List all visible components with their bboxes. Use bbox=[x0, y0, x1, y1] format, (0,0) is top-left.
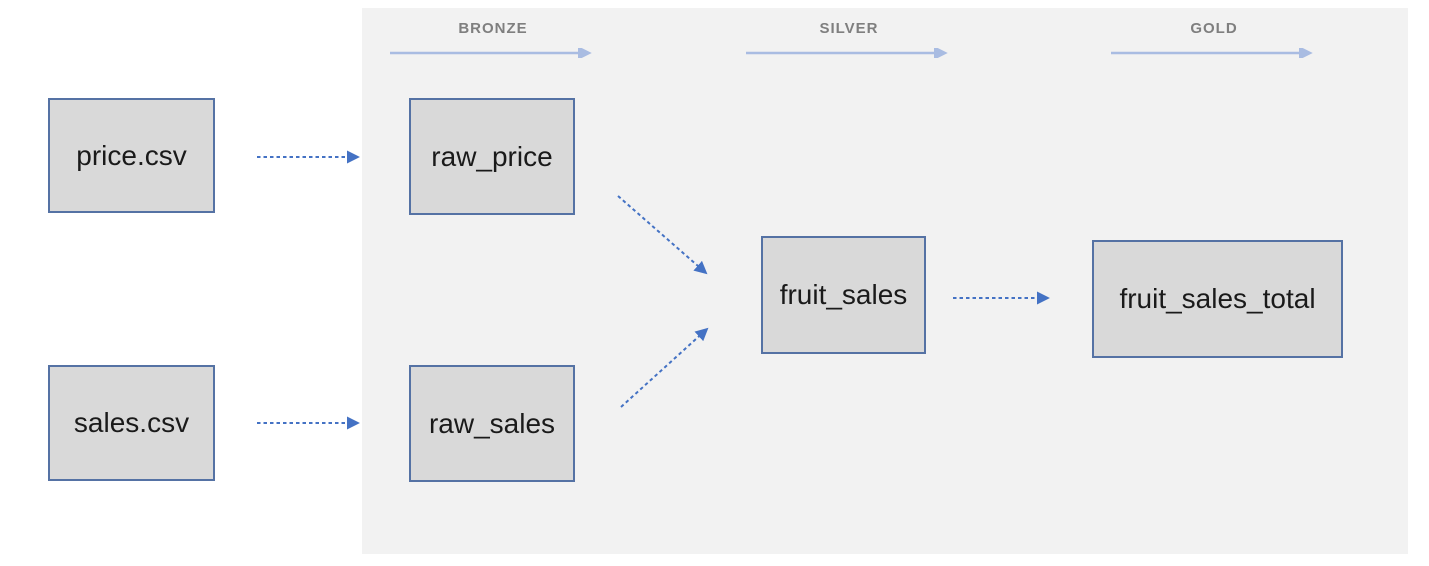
node-raw-price-label: raw_price bbox=[431, 140, 553, 172]
node-fruit-sales: fruit_sales bbox=[761, 236, 926, 354]
node-fruit-sales-total-label: fruit_sales_total bbox=[1119, 283, 1316, 314]
lane-underline-arrow-bronze bbox=[390, 48, 592, 58]
lane-header-silver: SILVER bbox=[745, 20, 953, 58]
node-price-csv-label: price.csv bbox=[76, 139, 187, 171]
node-sales-csv: sales.csv bbox=[48, 365, 215, 481]
lane-header-gold: GOLD bbox=[1110, 20, 1318, 58]
node-raw-sales: raw_sales bbox=[409, 365, 575, 482]
node-fruit-sales-total: fruit_sales_total bbox=[1092, 240, 1343, 358]
lane-label-bronze: BRONZE bbox=[458, 20, 528, 37]
node-sales-csv-label: sales.csv bbox=[73, 407, 190, 438]
lane-underline-arrow-silver bbox=[746, 48, 948, 58]
lane-label-gold: GOLD bbox=[1190, 20, 1238, 37]
node-raw-sales-label: raw_sales bbox=[428, 407, 556, 439]
lane-header-bronze: BRONZE bbox=[389, 20, 597, 58]
lane-label-silver: SILVER bbox=[819, 20, 879, 37]
node-raw-price: raw_price bbox=[409, 98, 575, 215]
lane-underline-arrow-gold bbox=[1111, 48, 1313, 58]
node-fruit-sales-label: fruit_sales bbox=[779, 279, 908, 310]
node-price-csv: price.csv bbox=[48, 98, 215, 213]
